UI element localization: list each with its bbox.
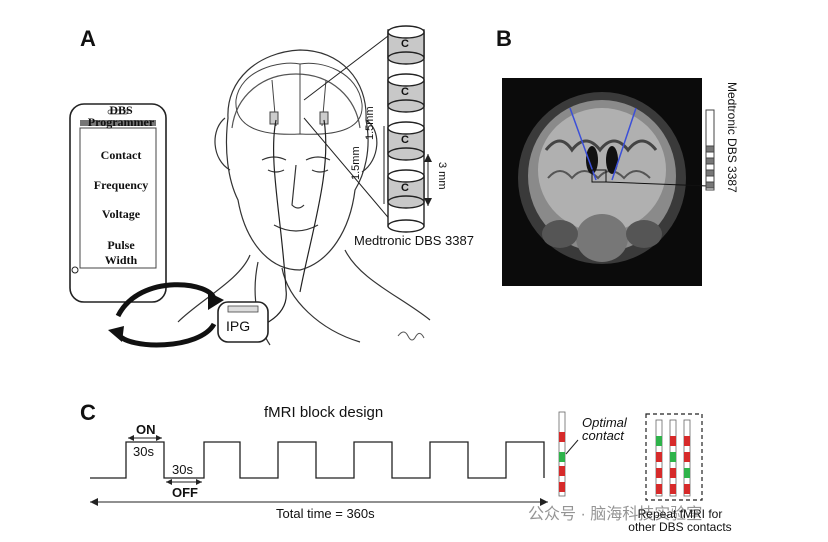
repeat-fmri-line1: Repeat fMRI for bbox=[637, 507, 723, 521]
lead-wire-right bbox=[299, 119, 327, 293]
block-waveform bbox=[90, 441, 545, 479]
dbs-programmer-device bbox=[69, 103, 167, 303]
panel-label-c: C bbox=[80, 400, 96, 425]
repeat-fmri-label: Repeat fMRI for other DBS contacts bbox=[620, 508, 740, 534]
contact-letter-1: C bbox=[401, 38, 409, 50]
block-design-title: fMRI block design bbox=[264, 404, 384, 421]
programmer-title: DBS Programmer bbox=[80, 104, 162, 128]
electrode-caption: Medtronic DBS 3387 bbox=[354, 233, 474, 248]
electrode-zoom bbox=[387, 25, 425, 233]
contact-letter-2: C bbox=[401, 86, 409, 98]
dim-label-c: 3 mm bbox=[436, 162, 448, 190]
head-sketch bbox=[177, 49, 431, 346]
optimal-pointer bbox=[565, 439, 579, 455]
programmer-item-contact: Contact bbox=[100, 148, 142, 162]
panel-label-b: B bbox=[496, 26, 512, 51]
optimal-contact-label: Optimal contact bbox=[582, 416, 627, 442]
arrow-head-left bbox=[108, 326, 124, 342]
mri-lead-trajectory-left bbox=[569, 107, 597, 181]
optimal-electrode bbox=[558, 411, 566, 497]
on-label: ON bbox=[136, 422, 156, 437]
repeat-fmri-line2: other DBS contacts bbox=[628, 520, 732, 534]
mri-caption: Medtronic DBS 3387 bbox=[725, 82, 739, 193]
programmer-title-line2: Programmer bbox=[87, 115, 155, 129]
repeat-dashed-box bbox=[645, 413, 703, 501]
dim-label-a: 1.5mm bbox=[350, 146, 362, 180]
lead-wire-left bbox=[241, 119, 287, 333]
zoom-line-bottom bbox=[303, 117, 393, 223]
ipg-device bbox=[217, 301, 269, 343]
off-label: OFF bbox=[172, 485, 198, 500]
contact-letter-3: C bbox=[401, 134, 409, 146]
zoom-line-top bbox=[303, 35, 389, 101]
programmer-item-voltage: Voltage bbox=[101, 207, 141, 221]
artist-signature bbox=[397, 331, 425, 341]
mri-image bbox=[502, 78, 709, 286]
on-duration-label: 30s bbox=[133, 444, 154, 459]
programmer-title-line1: DBS bbox=[109, 103, 133, 117]
programmer-item-pulse: Pulse bbox=[107, 238, 135, 252]
repeat-electrodes bbox=[655, 419, 691, 497]
contact-letter-4: C bbox=[401, 182, 409, 194]
optimal-contact-line1: Optimal bbox=[582, 415, 627, 430]
dim-label-b: 1.5mm bbox=[364, 106, 376, 140]
panel-label-a: A bbox=[80, 26, 96, 51]
programmer-item-width: Width bbox=[104, 253, 138, 267]
mri-side-electrode bbox=[705, 109, 715, 191]
programmer-item-frequency: Frequency bbox=[93, 178, 149, 192]
optimal-contact-line2: contact bbox=[582, 428, 624, 443]
off-duration-label: 30s bbox=[172, 462, 193, 477]
arrow-head-right bbox=[208, 292, 224, 310]
watermark: 公众号 · 脑海科技实验室 bbox=[528, 506, 703, 523]
mri-pointer-line bbox=[605, 181, 709, 187]
ipg-label: IPG bbox=[226, 318, 251, 334]
mri-lead-trajectory-right bbox=[611, 107, 637, 181]
total-time-label: Total time = 360s bbox=[276, 506, 375, 521]
